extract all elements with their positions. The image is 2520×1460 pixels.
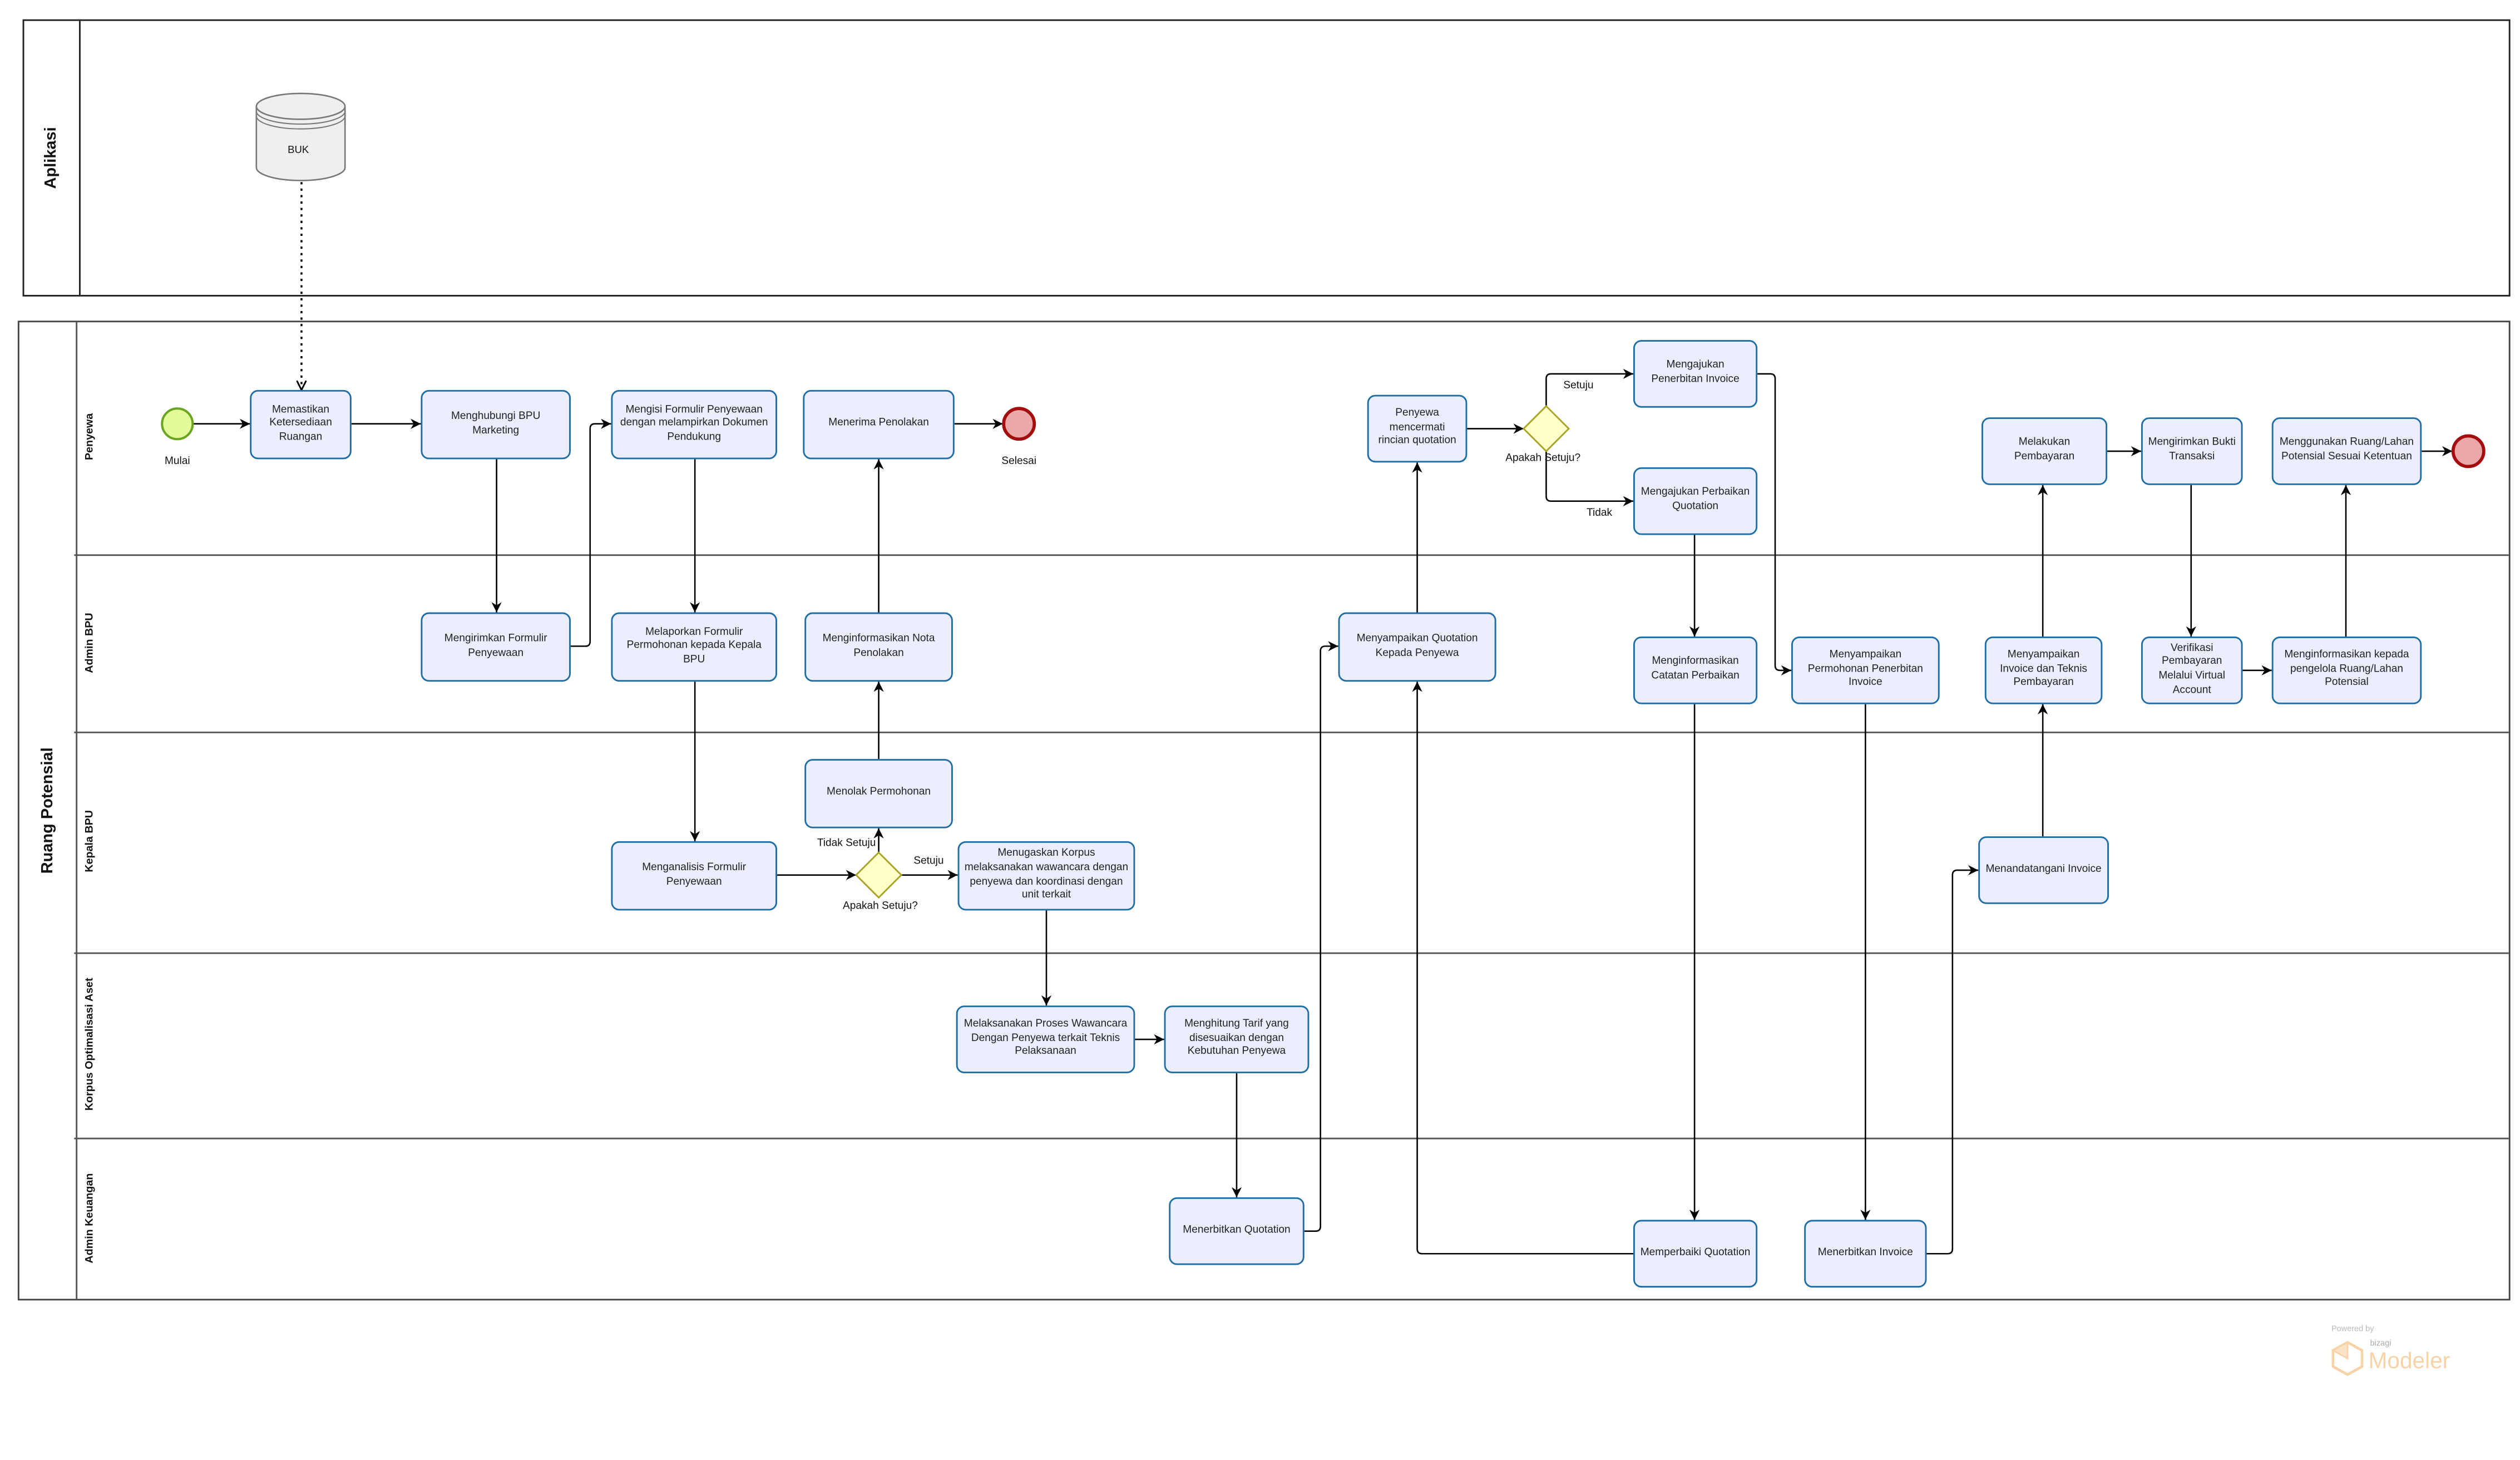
watermark-product: Modeler	[2368, 1347, 2450, 1373]
pool-aplikasi-header: Aplikasi	[24, 21, 81, 295]
start-event-icon	[161, 407, 194, 441]
task-mencermati-quotation[interactable]: Penyewa mencermati rincian quotation	[1367, 394, 1467, 463]
task-menggunakan-ruang[interactable]: Menggunakan Ruang/Lahan Potensial Sesuai…	[2271, 417, 2422, 485]
task-mengisi-formulir[interactable]: Mengisi Formulir Penyewaan dengan melamp…	[611, 389, 777, 460]
gateway-1-label: Apakah Setuju?	[842, 900, 918, 912]
flow-t20-t14	[1412, 682, 1633, 1255]
flow-t21-t22	[1926, 865, 1979, 1255]
task-menerbitkan-quotation[interactable]: Menerbitkan Quotation	[1169, 1197, 1305, 1265]
task-menyampaikan-permohonan-invoice[interactable]: Menyampaikan Permohonan Penerbitan Invoi…	[1791, 636, 1940, 704]
gateway-2-yes-label: Setuju	[1563, 380, 1594, 392]
task-menerbitkan-invoice[interactable]: Menerbitkan Invoice	[1804, 1220, 1927, 1288]
task-menandatangani-invoice[interactable]: Menandatangani Invoice	[1978, 836, 2109, 904]
flow-t13-t14	[1304, 641, 1338, 1232]
task-melaporkan-formulir[interactable]: Melaporkan Formulir Permohonan kepada Ke…	[611, 612, 777, 682]
gateway-2-no-label: Tidak	[1587, 507, 1613, 519]
task-menolak-permohonan[interactable]: Menolak Permohonan	[804, 759, 953, 828]
pool-aplikasi: Aplikasi	[22, 19, 2511, 297]
gateway-1-icon	[854, 851, 903, 899]
flow-t16-t19	[1757, 373, 1792, 675]
bizagi-logo-icon	[2331, 1340, 2364, 1377]
task-menyampaikan-quotation[interactable]: Menyampaikan Quotation Kepada Penyewa	[1338, 612, 1496, 682]
lane-divider	[74, 1137, 2509, 1140]
gateway-2-label: Apakah Setuju?	[1505, 452, 1581, 465]
flow-g2-t16	[1545, 368, 1633, 406]
task-mengirimkan-bukti[interactable]: Mengirimkan Bukti Transaksi	[2141, 417, 2243, 485]
start-event-label: Mulai	[164, 456, 190, 467]
task-menginformasikan-nota[interactable]: Menginformasikan Nota Penolakan	[804, 612, 953, 682]
gateway-1-yes-label: Setuju	[913, 855, 944, 867]
datastore-buk-icon	[255, 92, 346, 181]
datastore-buk-label: BUK	[288, 145, 309, 156]
task-melakukan-pembayaran[interactable]: Melakukan Pembayaran	[1982, 417, 2108, 485]
task-mengajukan-invoice[interactable]: Mengajukan Penerbitan Invoice	[1633, 340, 1758, 408]
task-mengajukan-perbaikan[interactable]: Mengajukan Perbaikan Quotation	[1633, 467, 1758, 535]
pool-ruang-potensial: Ruang Potensial	[17, 320, 2511, 1301]
gateway-2-icon	[1522, 405, 1570, 452]
task-menghubungi-bpu[interactable]: Menghubungi BPU Marketing	[421, 389, 571, 460]
task-menginformasikan-pengelola[interactable]: Menginformasikan kepada pengelola Ruang/…	[2271, 636, 2422, 704]
lane-divider	[74, 554, 2509, 556]
task-verifikasi-pembayaran[interactable]: Verifikasi Pembayaran Melalui Virtual Ac…	[2141, 636, 2243, 704]
lane-divider	[74, 952, 2509, 954]
watermark-powered: Powered by	[2331, 1324, 2374, 1335]
task-menyampaikan-invoice[interactable]: Menyampaikan Invoice dan Teknis Pembayar…	[1984, 636, 2103, 704]
task-melaksanakan-wawancara[interactable]: Melaksanakan Proses Wawancara Dengan Pen…	[956, 1005, 1135, 1073]
task-menghitung-tarif[interactable]: Menghitung Tarif yang disesuaikan dengan…	[1164, 1005, 1310, 1073]
task-memastikan-ketersediaan[interactable]: Memastikan Ketersediaan Ruangan	[250, 389, 352, 460]
lane-divider	[74, 731, 2509, 733]
task-menerima-penolakan[interactable]: Menerima Penolakan	[803, 389, 955, 460]
task-memperbaiki-quotation[interactable]: Memperbaiki Quotation	[1633, 1220, 1758, 1288]
task-mengirimkan-formulir[interactable]: Mengirimkan Formulir Penyewaan	[421, 612, 571, 682]
task-menginformasikan-catatan[interactable]: Menginformasikan Catatan Perbaikan	[1633, 636, 1758, 704]
end-event-label: Selesai	[1001, 456, 1037, 467]
task-menugaskan-korpus[interactable]: Menugaskan Korpus melaksanakan wawancara…	[957, 841, 1135, 911]
task-menganalisis-formulir[interactable]: Menganalisis Formulir Penyewaan	[611, 841, 777, 911]
gateway-1-no-label: Tidak Setuju	[817, 838, 876, 850]
bizagi-watermark: Powered by bizagi Modeler	[2331, 1324, 2450, 1377]
end-event-2-icon	[2451, 434, 2486, 468]
flow-g2-t17	[1545, 451, 1633, 506]
flow-t5-t3	[570, 418, 611, 647]
watermark-brand: bizagi	[2370, 1339, 2391, 1349]
pool-ruang-potensial-header: Ruang Potensial	[19, 322, 78, 1299]
end-event-icon	[1002, 407, 1036, 441]
